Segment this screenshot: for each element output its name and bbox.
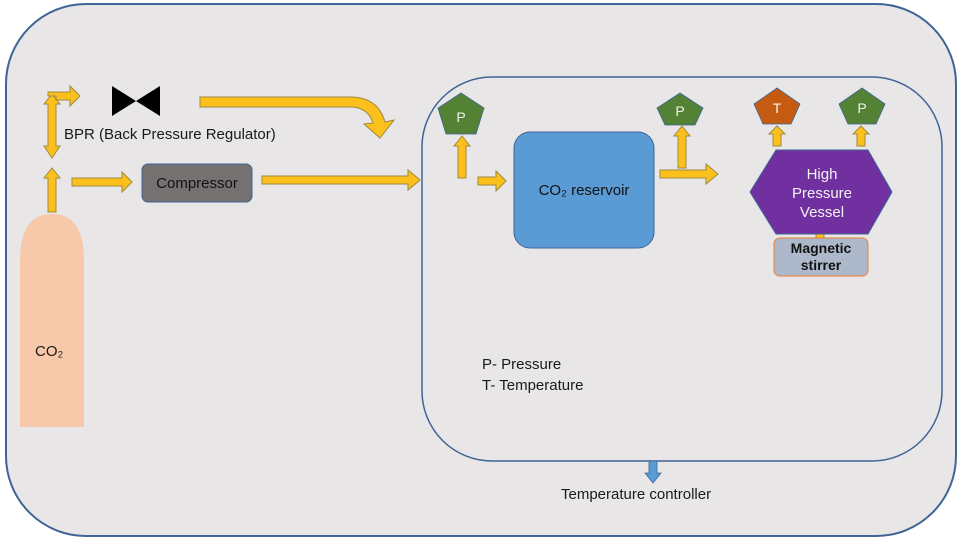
- cylinder-label: CO₂: [35, 343, 64, 360]
- bpr-valve-icon: [112, 86, 160, 116]
- pressure-sensor-1-label: P: [456, 109, 466, 125]
- reservoir-label: CO₂ reservoir: [538, 181, 630, 199]
- legend-pressure: P- Pressure: [482, 356, 562, 373]
- reservoir-label-box: CO₂ reservoir: [514, 132, 654, 248]
- stirrer-label-line1: Magnetic: [790, 240, 852, 256]
- temperature-sensor-label: T: [772, 100, 782, 116]
- arrow-bpr-vertical: [42, 93, 62, 159]
- pressure-sensor-3-label: P: [857, 100, 867, 116]
- pressure-sensor-3-label-box: P: [839, 94, 885, 122]
- pressure-sensor-1-icon: [437, 92, 485, 135]
- pressure-sensor-2-label: P: [675, 103, 685, 119]
- controller-label: Temperature controller: [561, 486, 712, 503]
- arrow-bpr-elbow: [47, 84, 81, 108]
- co2-cylinder: [20, 214, 84, 427]
- arrow-to-temperature-sensor: [767, 125, 787, 147]
- arrow-reservoir-to-vessel: [659, 162, 719, 186]
- vessel-label-line2: Pressure: [791, 184, 853, 202]
- pressure-sensor-2-label-box: P: [657, 98, 703, 124]
- vessel-label-box: High Pressure Vessel: [760, 158, 884, 228]
- controller-arrow: [644, 460, 662, 484]
- arrow-cylinder-up: [42, 167, 62, 213]
- vessel-label-line3: Vessel: [799, 203, 845, 221]
- arrow-to-pressure-sensor-1: [452, 135, 472, 179]
- vessel-label-line1: High: [806, 165, 838, 183]
- arrow-to-compressor: [71, 170, 133, 194]
- arrow-into-reservoir: [477, 169, 507, 193]
- compressor-label-box: Compressor: [142, 164, 252, 202]
- temperature-sensor-label-box: T: [754, 94, 800, 122]
- arrow-curved-return: [199, 96, 396, 139]
- compressor-box: [141, 163, 253, 203]
- reservoir-box: [513, 131, 655, 249]
- stirrer-label-box: Magnetic stirrer: [774, 238, 868, 276]
- arrow-to-pressure-sensor-3: [851, 125, 871, 147]
- compressor-label: Compressor: [156, 174, 238, 192]
- temperature-sensor-icon: [753, 87, 801, 125]
- legend-temperature: T- Temperature: [482, 377, 584, 394]
- arrow-to-pressure-sensor-2: [672, 125, 692, 169]
- pressure-sensor-2-icon: [656, 92, 704, 126]
- pressure-sensor-1-label-box: P: [438, 102, 484, 132]
- stirrer-label-line2: stirrer: [800, 257, 842, 273]
- bpr-label: BPR (Back Pressure Regulator): [64, 126, 276, 143]
- stirrer-box: [773, 237, 869, 277]
- pressure-sensor-3-icon: [838, 87, 886, 125]
- arrow-compressor-to-chamber: [261, 168, 421, 192]
- vessel-hexagon: [749, 149, 893, 235]
